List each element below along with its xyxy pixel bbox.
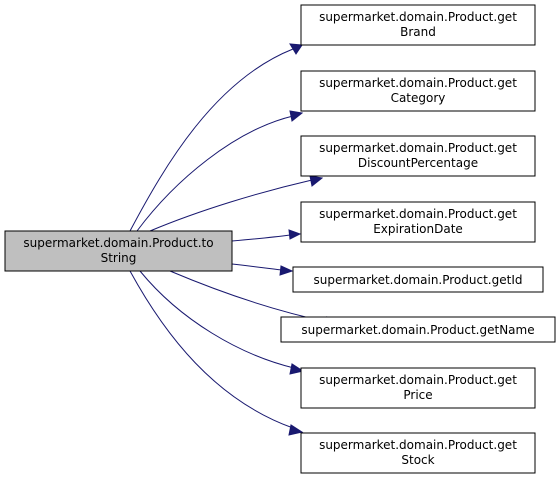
node-getexpirationdate[interactable]: supermarket.domain.Product.get Expiratio… xyxy=(300,201,536,243)
node-getprice-label-line1: supermarket.domain.Product.get xyxy=(319,373,517,387)
node-getbrand-label-line1: supermarket.domain.Product.get xyxy=(319,10,517,24)
node-getstock-label-line1: supermarket.domain.Product.get xyxy=(319,438,517,452)
node-getcategory[interactable]: supermarket.domain.Product.get Category xyxy=(300,70,536,112)
edge-to-getbrand xyxy=(129,43,303,232)
edge-to-getdiscountpercentage xyxy=(149,175,324,232)
node-getdiscountpercentage[interactable]: supermarket.domain.Product.get DiscountP… xyxy=(300,135,536,177)
edge-to-getprice xyxy=(139,270,305,375)
node-getid-label: supermarket.domain.Product.getId xyxy=(314,273,523,287)
node-getstock-label-line2: Stock xyxy=(401,453,434,467)
node-getexpirationdate-label-line1: supermarket.domain.Product.get xyxy=(319,207,517,221)
node-getexpirationdate-label-line2: ExpirationDate xyxy=(373,222,463,236)
node-getprice[interactable]: supermarket.domain.Product.get Price xyxy=(300,367,536,409)
node-getbrand[interactable]: supermarket.domain.Product.get Brand xyxy=(300,4,536,46)
node-getbrand-label-line2: Brand xyxy=(400,25,436,39)
edge-to-getcategory xyxy=(136,110,304,232)
node-getstock[interactable]: supermarket.domain.Product.get Stock xyxy=(300,432,536,474)
node-getname[interactable]: supermarket.domain.Product.getName xyxy=(280,316,556,343)
node-getcategory-label-line1: supermarket.domain.Product.get xyxy=(319,76,517,90)
node-getdiscountpercentage-label-line1: supermarket.domain.Product.get xyxy=(319,141,517,155)
edge-to-getstock xyxy=(129,270,304,436)
node-getid[interactable]: supermarket.domain.Product.getId xyxy=(292,266,544,293)
node-getcategory-label-line2: Category xyxy=(391,91,446,105)
edge-to-getid xyxy=(231,263,294,276)
node-root-label-line1: supermarket.domain.Product.to xyxy=(23,236,213,250)
node-root-label-line2: String xyxy=(101,251,137,265)
node-root[interactable]: supermarket.domain.Product.to String xyxy=(4,230,233,272)
node-getdiscountpercentage-label-line2: DiscountPercentage xyxy=(358,156,478,170)
node-getname-label: supermarket.domain.Product.getName xyxy=(301,323,534,337)
node-getprice-label-line2: Price xyxy=(403,388,432,402)
edge-to-getexpirationdate xyxy=(231,229,302,242)
